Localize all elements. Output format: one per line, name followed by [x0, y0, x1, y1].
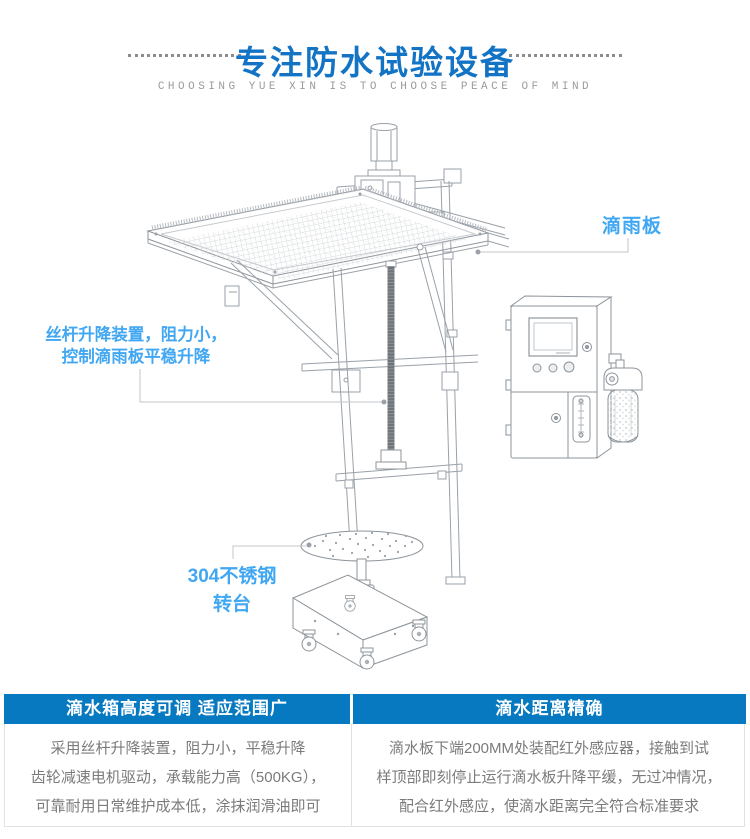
- label-drip-plate: 滴雨板: [601, 216, 662, 237]
- deco-dotted-line-left: [128, 54, 241, 57]
- feature-left-line2: 齿轮减速电机驱动，承载能力高（500KG），: [30, 769, 326, 786]
- label-turntable-line1: 304不锈钢: [187, 566, 277, 587]
- annotation-lines: [139, 238, 629, 559]
- button-3: [563, 361, 575, 373]
- button-2: [548, 363, 558, 373]
- button-1: [532, 363, 542, 373]
- feature-right-line3: 配合红外感应，使滴水距离完全符合标准要求: [398, 798, 699, 815]
- label-screw-lift-line1: 丝杆升降装置，阻力小，: [45, 326, 227, 344]
- feature-right-line1: 滴水板下端200MM处装配红外感应器，接触到试: [388, 740, 710, 757]
- motor: [367, 123, 401, 177]
- feature-header-right: 滴水距离精确: [353, 694, 746, 724]
- label-screw-lift: 丝杆升降装置，阻力小， 控制滴雨板平稳升降: [28, 325, 244, 369]
- base-casters: [291, 574, 429, 670]
- feature-column-divider: [351, 724, 352, 826]
- page-title: 专注防水试验设备: [235, 44, 515, 81]
- support-truss: [224, 243, 479, 561]
- flow-meter: [572, 395, 591, 443]
- feature-body-left: 采用丝杆升降装置，阻力小，平稳升降 齿轮减速电机驱动，承载能力高（500KG），…: [5, 724, 351, 826]
- lead-screw: [375, 260, 407, 470]
- feature-right-line2: 样顶部即刻停止运行滴水板升降平缓，无过冲情况，: [376, 769, 722, 786]
- deco-dotted-line-right: [509, 54, 622, 57]
- feature-header-left: 滴水箱高度可调 适应范围广: [4, 694, 350, 724]
- drip-plate: [146, 185, 510, 289]
- label-screw-lift-line2: 控制滴雨板平稳升降: [61, 347, 211, 366]
- feature-body-right: 滴水板下端200MM处装配红外感应器，接触到试 样顶部即刻停止运行滴水板升降平缓…: [352, 724, 746, 826]
- page-subtitle: CHOOSING YUE XIN IS TO CHOOSE PEACE OF M…: [157, 81, 593, 93]
- feature-left-line1: 采用丝杆升降装置，阻力小，平稳升降: [50, 740, 306, 757]
- label-turntable-line2: 转台: [212, 593, 251, 615]
- feature-left-line3: 可靠耐用日常维护成本低，涂抹润滑油即可: [35, 798, 321, 815]
- feature-card: 滴水箱高度可调 适应范围广 滴水距离精确 采用丝杆升降装置，阻力小，平稳升降 齿…: [4, 694, 746, 827]
- control-box: [505, 295, 613, 459]
- label-turntable: 304不锈钢 转台: [170, 563, 294, 618]
- machine-illustration: [139, 123, 643, 670]
- water-filter: [603, 353, 643, 443]
